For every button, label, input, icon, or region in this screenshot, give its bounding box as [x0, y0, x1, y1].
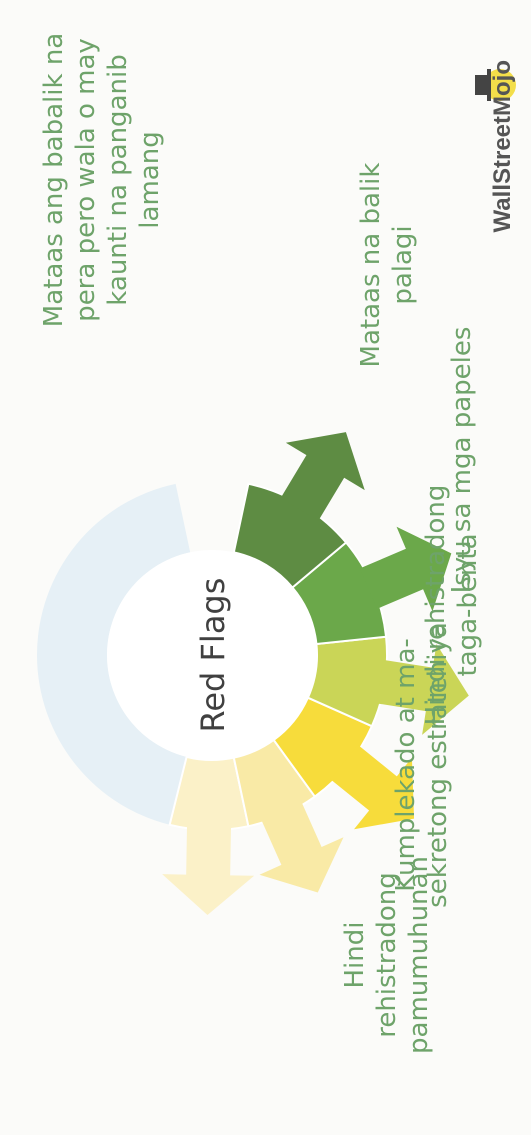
ring-segments	[162, 432, 469, 915]
brand-name: WallStreetMojo	[489, 60, 516, 232]
item-label-line: sekretong estratehiya	[423, 622, 453, 908]
segment-arrow	[330, 744, 415, 830]
item-label-line: Hindi rehistradong	[421, 485, 451, 726]
item-label-line: rehistradong	[372, 872, 402, 1038]
item-label-line: Kumplekado at ma-	[391, 638, 421, 892]
brand-logo: WallStreetMojo	[475, 60, 516, 232]
item-label-line: Mataas na balik	[356, 163, 386, 368]
item-label-5: Mataas na balikpalagi	[356, 163, 418, 368]
segment-arrow	[162, 824, 255, 915]
item-label-line: lamang	[135, 131, 165, 228]
item-label-line: Hindi	[340, 922, 370, 989]
bulb-hat-icon	[475, 69, 516, 101]
segment-arrow	[376, 643, 469, 735]
center-circle	[107, 550, 317, 760]
item-label-6: Mataas ang babalik napera pero wala o ma…	[39, 33, 165, 327]
center-title: Red Flags	[194, 578, 232, 733]
item-label-line: Mataas ang babalik na	[39, 33, 69, 327]
segment-arrow	[359, 526, 452, 612]
item-label-line: Isyu sa mga papeles	[447, 327, 477, 594]
segment-2	[232, 738, 344, 893]
item-label-line: palagi	[388, 225, 418, 304]
segment-arrow	[280, 432, 365, 521]
item-label-4: Isyu sa mga papeles	[447, 327, 477, 594]
ring-background	[36, 483, 191, 827]
item-label-line: taga-benta	[453, 533, 483, 676]
item-label-line: pera pero wala o may	[71, 38, 101, 322]
item-label-line: kaunti na panganib	[103, 54, 133, 305]
item-label-3: Hindi rehistradongtaga-benta	[421, 485, 483, 726]
ring-background-arc	[36, 483, 191, 827]
segment-arrow	[259, 801, 344, 893]
item-label-1: Hindirehistradongpamumuhunan	[340, 856, 434, 1054]
item-label-line: pamumuhunan	[404, 856, 434, 1054]
item-label-2: Kumplekado at ma-sekretong estratehiya	[391, 622, 453, 908]
